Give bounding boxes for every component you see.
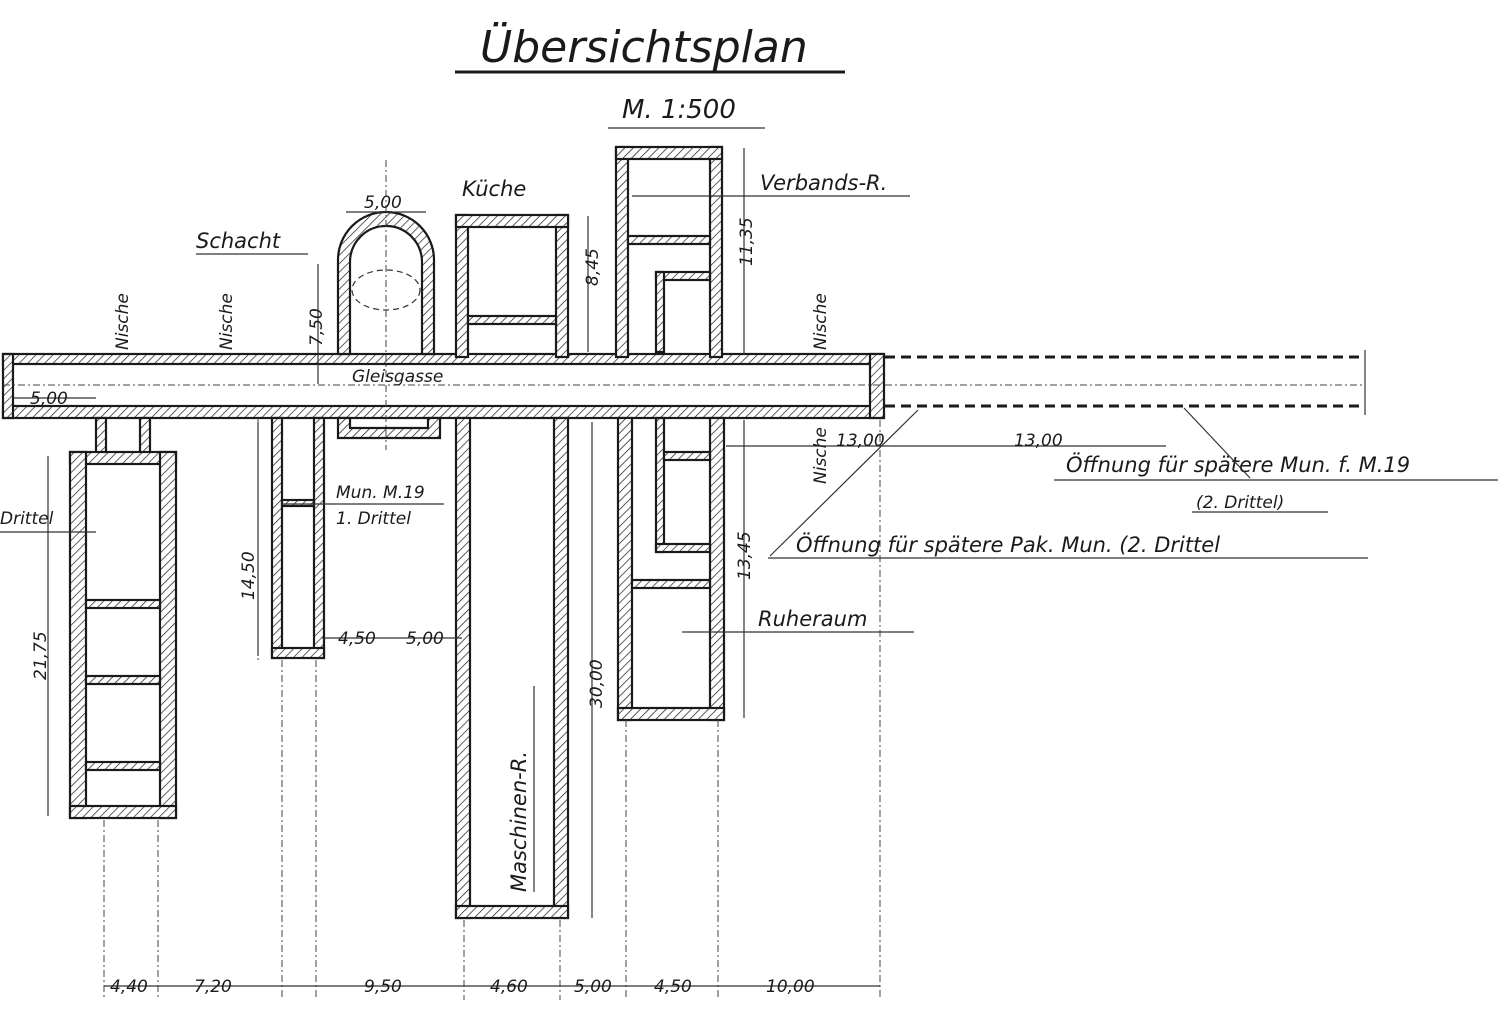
dim-5-00-top: 5,00 — [364, 193, 402, 213]
main-gallery — [1, 352, 886, 420]
dim-14-50: 14,50 — [239, 551, 259, 600]
dim-13-45: 13,45 — [735, 531, 755, 580]
label-kueche: Küche — [462, 177, 526, 201]
dim-4-60: 4,60 — [490, 977, 528, 997]
dim-7-50: 7,50 — [307, 308, 327, 346]
dim-9-50: 9,50 — [364, 977, 402, 997]
dim-30-00: 30,00 — [587, 659, 607, 708]
dim-4-40: 4,40 — [110, 977, 148, 997]
dim-5-00-left: 5,00 — [30, 389, 68, 409]
label-verbands: Verbands-R. — [760, 171, 887, 195]
kitchen-room — [454, 213, 570, 359]
label-mun-m19-b: 1. Drittel — [336, 509, 411, 529]
future-extension — [885, 350, 1366, 415]
label-nische-3: Nische — [811, 293, 831, 350]
label-oeffnung-pak: Öffnung für spätere Pak. Mun. (2. Dritte… — [796, 532, 1220, 557]
label-oeffnung-mun-b: (2. Drittel) — [1196, 493, 1284, 513]
shaft — [336, 160, 442, 450]
munition-m19-room — [270, 416, 326, 660]
machine-room — [454, 416, 570, 920]
dim-8-45: 8,45 — [583, 248, 603, 286]
plan-scale: M. 1:500 — [622, 95, 736, 125]
label-nische-2: Nische — [217, 293, 237, 350]
label-maschinen: Maschinen-R. — [507, 751, 531, 892]
label-schacht: Schacht — [196, 229, 281, 253]
label-gleisgasse: Gleisgasse — [352, 367, 443, 387]
vertical-dimensions: 21,75 14,50 30,00 13,45 11,35 8,45 7,50 — [31, 148, 757, 918]
dim-13-00-b: 13,00 — [1014, 431, 1063, 451]
horizontal-dimensions: 5,00 5,00 13,00 13,00 4,50 5,00 — [14, 193, 1166, 649]
left-munition-block — [68, 416, 178, 820]
label-ruheraum: Ruheraum — [758, 607, 867, 631]
rest-room-block — [616, 416, 726, 722]
dim-4-50: 4,50 — [654, 977, 692, 997]
label-drittel-left: Drittel — [0, 509, 54, 529]
first-aid-room — [614, 145, 724, 359]
dim-5-00-mid: 5,00 — [406, 629, 444, 649]
dim-11-35: 11,35 — [737, 217, 757, 266]
bottom-dimensions: 4,40 7,20 9,50 4,60 5,00 4,50 10,00 — [110, 977, 815, 997]
label-nische-4: Nische — [811, 427, 831, 484]
dim-7-20: 7,20 — [194, 977, 232, 997]
plan-title: Übersichtsplan — [480, 21, 808, 73]
dim-5-00: 5,00 — [574, 977, 612, 997]
room-labels: Verbands-R. Küche Schacht Nische Nische … — [0, 171, 914, 892]
dim-13-00-a: 13,00 — [836, 431, 885, 451]
dim-4-50-mid: 4,50 — [338, 629, 376, 649]
dim-21-75: 21,75 — [31, 631, 51, 680]
label-nische-1: Nische — [113, 293, 133, 350]
label-mun-m19-a: Mun. M.19 — [336, 483, 425, 503]
dim-10-00: 10,00 — [766, 977, 815, 997]
opening-annotations: Öffnung für spätere Mun. f. M.19 (2. Dri… — [768, 407, 1498, 559]
